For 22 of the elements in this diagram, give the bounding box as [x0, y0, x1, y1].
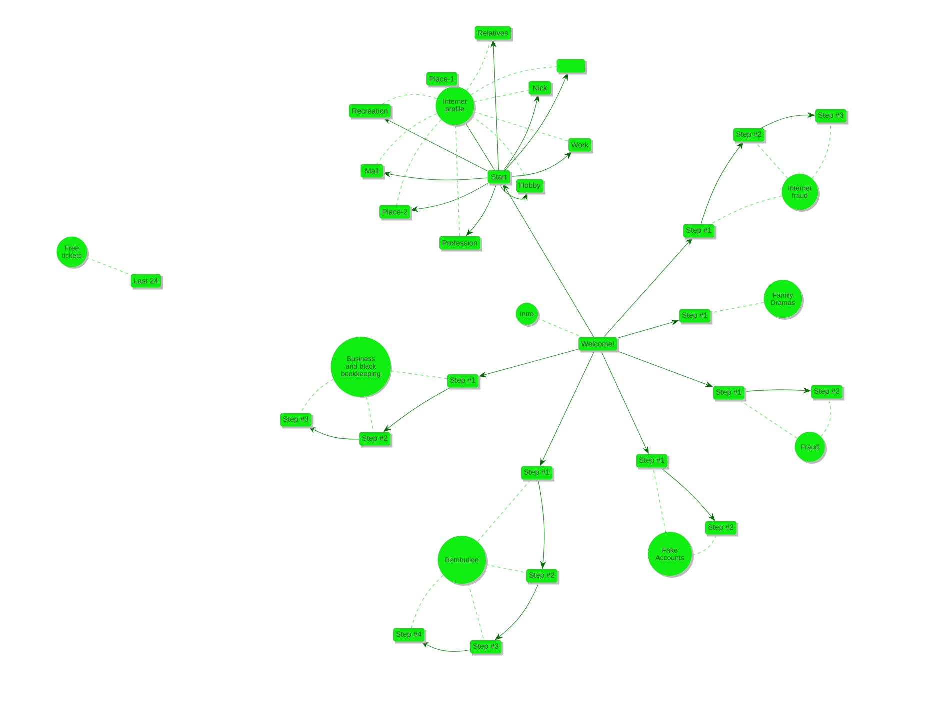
- connector-line: [300, 379, 334, 414]
- connector-line: [382, 94, 438, 105]
- connector-line: [86, 257, 132, 276]
- connector-line: [470, 66, 558, 96]
- connector-line: [455, 125, 460, 237]
- connector-line: [692, 534, 717, 556]
- connector-line: [473, 111, 569, 142]
- connector-line: [468, 582, 485, 641]
- connector-line: [390, 370, 448, 380]
- connector-line: [474, 90, 530, 102]
- connector-line: [471, 116, 527, 180]
- connector-line: [738, 399, 798, 439]
- connector-line: [464, 122, 496, 171]
- connector-line: [466, 39, 492, 91]
- connector-line: [411, 575, 444, 629]
- connector-line: [485, 564, 527, 574]
- step-box: [556, 59, 588, 75]
- connector-line: [376, 113, 438, 165]
- connector-line: [820, 398, 832, 438]
- connector-line: [396, 120, 442, 206]
- connector-line: [710, 196, 783, 225]
- connector-line: [477, 479, 532, 542]
